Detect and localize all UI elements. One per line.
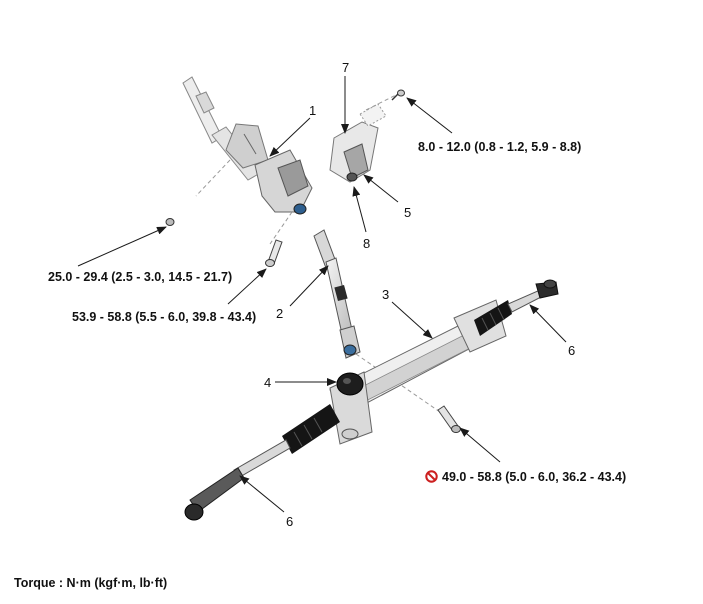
torque-gear-bolt-row: 49.0 - 58.8 (5.0 - 6.0, 36.2 - 43.4) xyxy=(425,470,626,484)
pinion-cap xyxy=(336,372,364,396)
callout-7: 7 xyxy=(342,60,350,75)
callout-6-left: 6 xyxy=(286,514,294,529)
torque-joint-bolt: 53.9 - 58.8 (5.5 - 6.0, 39.8 - 43.4) xyxy=(72,310,257,324)
callout-6-right: 6 xyxy=(568,343,576,358)
eps-motor-module xyxy=(329,103,387,183)
left-tie-rod-end xyxy=(184,439,291,521)
right-tie-rod-end xyxy=(507,279,559,313)
callout-3: 3 xyxy=(382,287,390,302)
gear-mount-bolt xyxy=(437,405,461,433)
intermediate-shaft xyxy=(313,229,361,359)
callout-4: 4 xyxy=(264,375,272,390)
torque-column-nut: 25.0 - 29.4 (2.5 - 3.0, 14.5 - 21.7) xyxy=(48,270,233,284)
prohibited-circle-icon xyxy=(425,470,438,483)
right-bellows-boot xyxy=(474,300,512,336)
universal-joint-bolt xyxy=(265,239,283,267)
callout-1: 1 xyxy=(309,103,317,118)
leader-lines xyxy=(77,76,567,513)
steering-column xyxy=(182,76,313,215)
torque-unit-note: Torque : N·m (kgf·m, lb·ft) xyxy=(14,576,168,590)
left-bellows-boot xyxy=(282,404,340,454)
callout-5: 5 xyxy=(404,205,412,220)
torque-bracket-bolt: 8.0 - 12.0 (0.8 - 1.2, 5.9 - 8.8) xyxy=(418,140,582,154)
callout-8: 8 xyxy=(363,236,371,251)
column-mount-nut xyxy=(165,218,175,226)
torque-gear-bolt: 49.0 - 58.8 (5.0 - 6.0, 36.2 - 43.4) xyxy=(442,470,627,484)
bracket-bolt xyxy=(391,89,405,101)
callout-2: 2 xyxy=(276,306,284,321)
